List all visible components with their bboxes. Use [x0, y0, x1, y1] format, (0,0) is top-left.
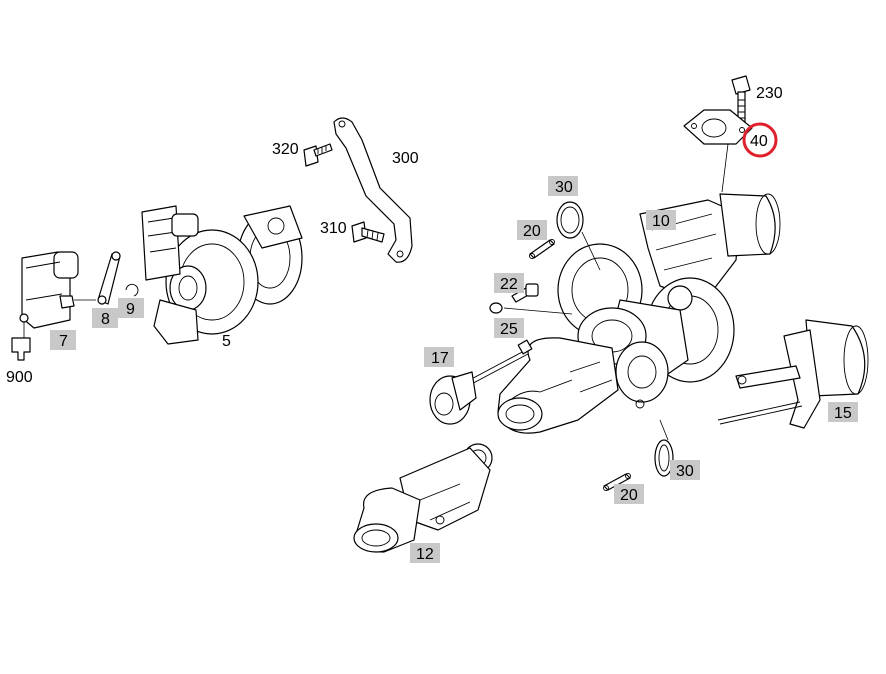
- callout-40: 40: [750, 133, 768, 150]
- callout-box-17: 17: [424, 347, 454, 367]
- clip-part-9-drawing: [125, 283, 139, 297]
- callout-20-bottom: 20: [620, 487, 638, 504]
- bolt-part-320-drawing: [303, 143, 333, 167]
- callout-310: 310: [320, 220, 347, 237]
- exhaust-elbow-part-12-drawing: [353, 443, 493, 553]
- callout-30-top: 30: [555, 179, 573, 196]
- actuator-part-7-drawing: [11, 251, 79, 361]
- oil-line-part-17-drawing: [429, 339, 533, 425]
- callout-25: 25: [500, 321, 518, 338]
- gasket-part-40-drawing: [683, 109, 753, 193]
- callout-22: 22: [500, 276, 518, 293]
- callout-17: 17: [431, 350, 449, 367]
- callout-box-8: 8: [92, 308, 118, 328]
- callout-box-30-top: 30: [548, 176, 578, 196]
- callout-5: 5: [222, 333, 231, 350]
- callout-8: 8: [101, 311, 110, 328]
- clamp-part-20-bottom-drawing: [603, 473, 631, 491]
- callout-box-7: 7: [50, 330, 76, 350]
- callout-box-10: 10: [646, 210, 676, 230]
- oring-part-30-bottom-drawing: [654, 439, 674, 477]
- seal-part-25-drawing: [489, 302, 573, 315]
- callout-10: 10: [652, 213, 670, 230]
- bolt-part-310-drawing: [351, 221, 385, 243]
- bracket-part-300-drawing: [333, 117, 413, 263]
- oring-part-30-top-drawing: [556, 201, 601, 271]
- callout-30-bottom: 30: [676, 463, 694, 480]
- turbocharger-part-5-drawing: [141, 205, 303, 345]
- bolt-part-230-drawing: [731, 75, 751, 129]
- highlight-circle: [742, 122, 778, 158]
- callout-900: 900: [6, 369, 33, 386]
- callout-box-12: 12: [410, 543, 440, 563]
- actuator-part-15-drawing: [717, 319, 869, 429]
- lever-part-8-drawing: [74, 251, 121, 305]
- callout-box-20-top: 20: [517, 220, 547, 240]
- callout-box-30-bottom: 30: [670, 460, 700, 480]
- callout-box-22: 22: [494, 273, 524, 293]
- callout-box-20-bottom: 20: [614, 484, 644, 504]
- callout-300: 300: [392, 150, 419, 167]
- callout-7: 7: [59, 333, 68, 350]
- callout-box-15: 15: [828, 402, 858, 422]
- callout-230: 230: [756, 85, 783, 102]
- callout-15: 15: [834, 405, 852, 422]
- callout-20-top: 20: [523, 223, 541, 240]
- callout-box-9: 9: [118, 298, 144, 318]
- callout-320: 320: [272, 141, 299, 158]
- clamp-part-20-top-drawing: [529, 239, 555, 259]
- callout-box-25: 25: [494, 318, 524, 338]
- twin-turbo-assembly-drawing: [497, 193, 781, 441]
- callout-9: 9: [126, 301, 135, 318]
- callout-12: 12: [416, 546, 434, 563]
